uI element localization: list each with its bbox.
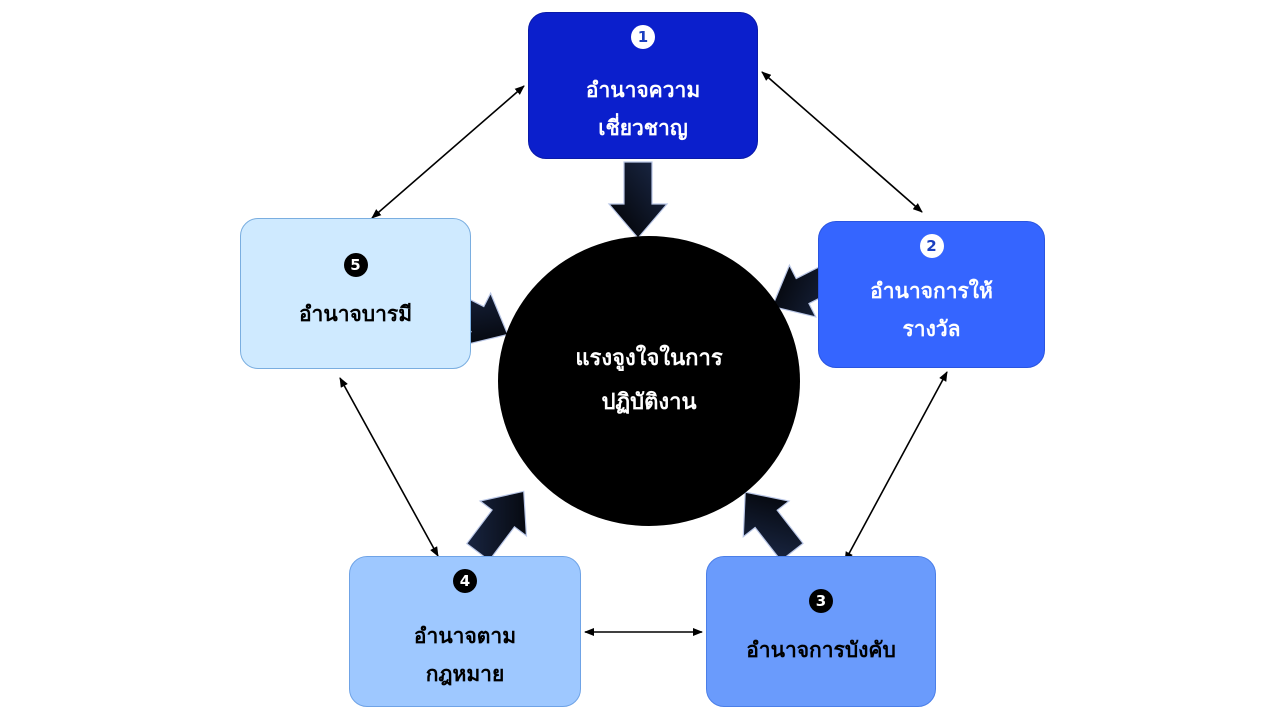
number-badge-4: 4 [453,569,477,593]
link-2-3-arrow [844,371,948,562]
node-reward-power: 2 อำนาจการให้ รางวัล [818,221,1045,368]
number-badge-1: 1 [631,25,655,49]
number-badge-5: 5 [343,253,368,277]
node-label-1: อำนาจความ เชี่ยวชาญ [585,78,701,140]
link-1-2-arrow [761,71,923,213]
node-legitimate-power: 4 อำนาจตาม กฎหมาย [349,556,581,707]
number-badge-3: 3 [809,589,833,613]
link-4-5-arrow [339,377,439,557]
node-label-4: อำนาจตาม กฎหมาย [413,624,517,686]
link-5-1-arrow [371,85,525,219]
node-coercive-power: 3 อำนาจการบังคับ [706,556,936,707]
node-label-5: อำนาจบารมี [298,302,413,326]
node-expert-power: 1 อำนาจความ เชี่ยวชาญ [528,12,758,159]
center-label: แรงจูงใจในการ ปฏิบัติงาน [575,346,723,415]
number-badge-2: 2 [919,234,944,258]
node-referent-power: 5 อำนาจบารมี [240,218,471,369]
block-arrow-1 [607,161,669,239]
block-arrow-4 [465,490,528,562]
node-label-3: อำนาจการบังคับ [746,638,896,662]
node-label-2: อำนาจการให้ รางวัล [870,279,993,341]
center-motivation-circle: แรงจูงใจในการ ปฏิบัติงาน [498,236,800,526]
block-arrow-3 [742,491,804,562]
